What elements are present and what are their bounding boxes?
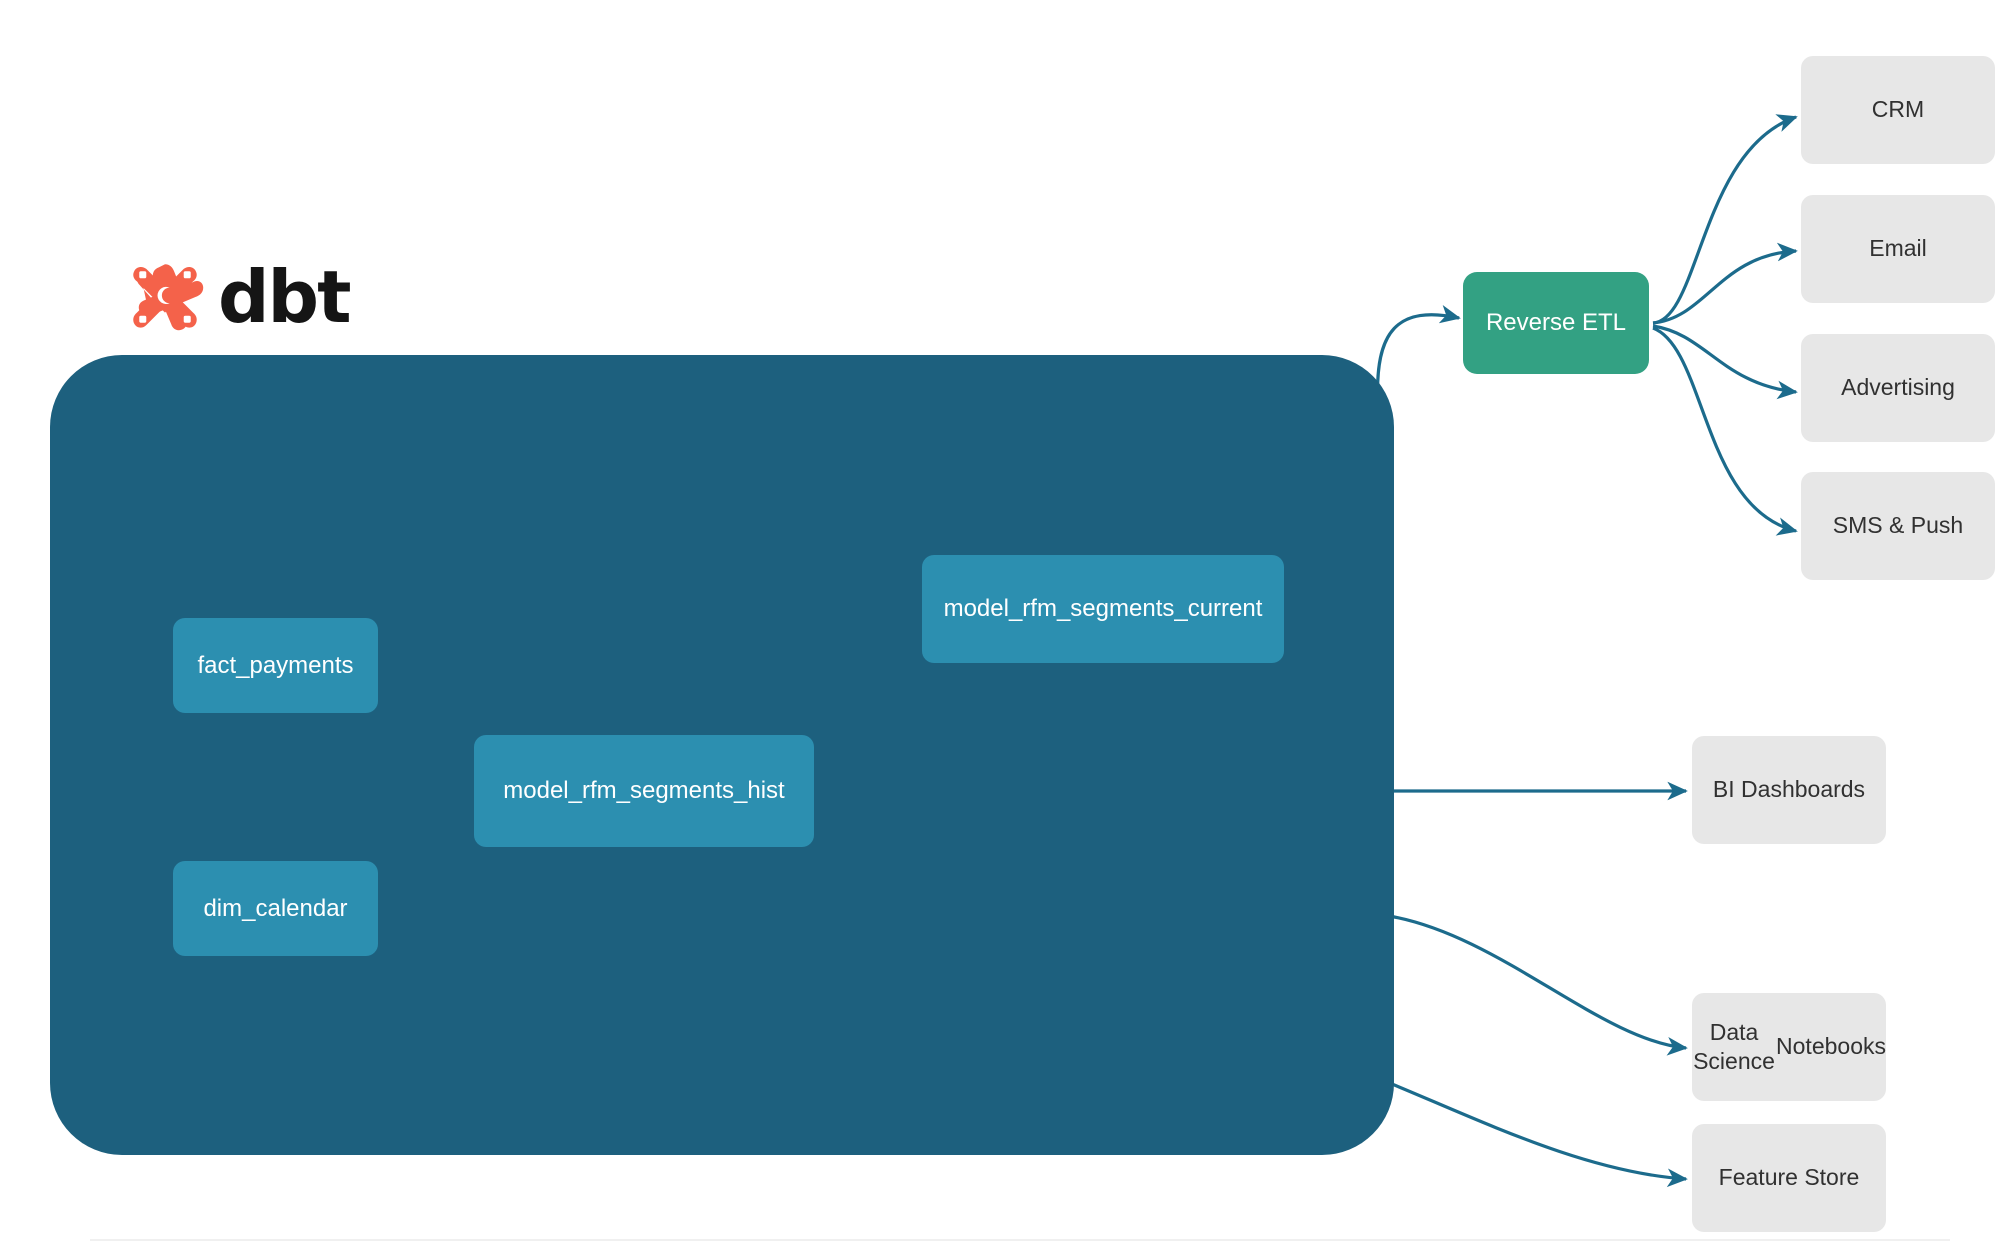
footer-divider [90,1239,1950,1241]
destination-node-crm[interactable]: CRM [1801,56,1995,164]
dbt-brand-lockup: dbt [126,255,351,339]
edge-to-feature-store [1369,1073,1688,1188]
consumer-node-data-science-notebooks[interactable]: Data Science Notebooks [1692,993,1886,1101]
edge-reverse-etl-to-sms-push [1652,326,1798,536]
edge-to-reverse-etl [1375,304,1461,406]
consumer-label-line-1: Data Science [1693,1018,1775,1074]
model-node-fact-payments[interactable]: fact_payments [173,618,378,713]
consumer-node-bi-dashboards[interactable]: BI Dashboards [1692,736,1886,844]
dbt-wordmark: dbt [218,255,351,339]
edge-to-data-science-notebooks [1388,914,1688,1056]
destination-node-sms-push[interactable]: SMS & Push [1801,472,1995,580]
consumer-label-line-2: Notebooks [1776,1033,1886,1060]
edge-reverse-etl-to-email [1652,242,1798,325]
edge-reverse-etl-to-crm [1652,114,1798,325]
consumer-node-feature-store[interactable]: Feature Store [1692,1124,1886,1232]
model-node-dim-calendar[interactable]: dim_calendar [173,861,378,956]
destination-node-advertising[interactable]: Advertising [1801,334,1995,442]
reverse-etl-node[interactable]: Reverse ETL [1463,272,1649,374]
model-node-model-rfm-segments-current[interactable]: model_rfm_segments_current [922,555,1284,663]
dbt-logo-icon [133,264,204,331]
model-node-model-rfm-segments-hist[interactable]: model_rfm_segments_hist [474,735,814,847]
edge-reverse-etl-to-advertising [1652,324,1798,400]
destination-node-email[interactable]: Email [1801,195,1995,303]
